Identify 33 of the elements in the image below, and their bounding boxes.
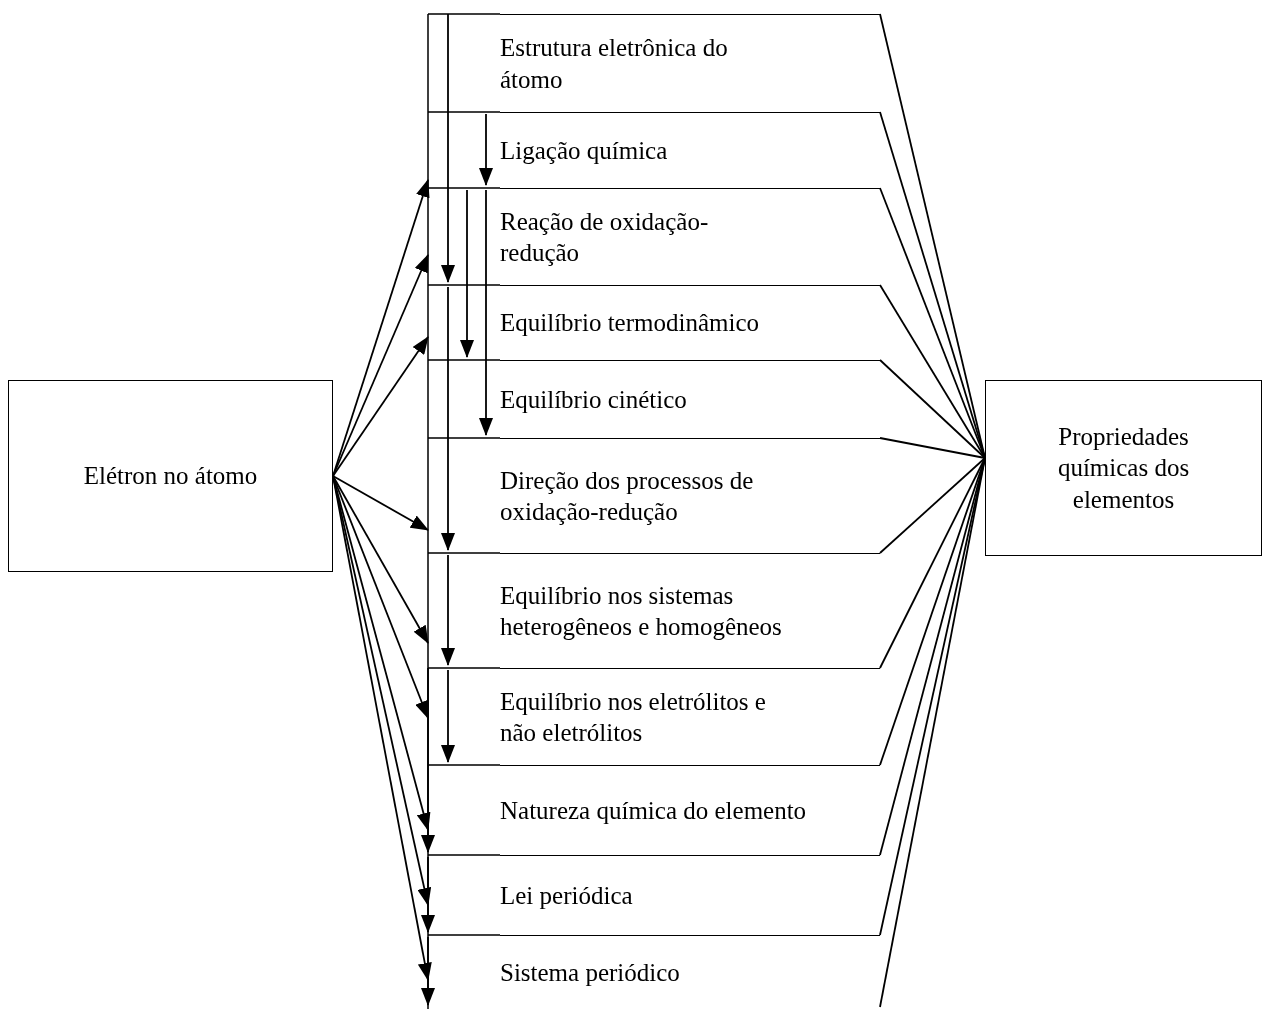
arrow xyxy=(332,254,429,477)
connector-line xyxy=(879,457,986,856)
arrow xyxy=(441,286,455,551)
arrow xyxy=(332,475,429,531)
node-label: Estrutura eletrônica do átomo xyxy=(500,33,729,95)
node-label: Equilíbrio nos sistemas heterogêneos e homogêneos xyxy=(500,580,783,642)
node-label: Propriedades químicas dos elementos xyxy=(1056,422,1191,515)
connector-line xyxy=(879,437,986,459)
arrow xyxy=(460,189,474,358)
arrow xyxy=(441,669,455,763)
concept-box xyxy=(8,380,333,572)
concept-box xyxy=(985,380,1262,556)
node-label: Equilíbrio cinético xyxy=(500,384,688,415)
arrow xyxy=(441,554,455,666)
arrow xyxy=(421,936,435,1006)
node-label: Sistema periódico xyxy=(500,957,681,988)
node-label: Lei periódica xyxy=(500,880,634,911)
connector-line xyxy=(879,359,986,459)
arrow xyxy=(421,667,435,853)
arrow xyxy=(441,13,455,283)
arrow xyxy=(332,475,429,719)
node-label: Ligação química xyxy=(500,135,669,166)
arrow xyxy=(421,856,435,933)
connector-line xyxy=(879,457,986,554)
node-label: Equilíbrio termodinâmico xyxy=(500,308,760,339)
node-label: Direção dos processos de oxidação-redução xyxy=(500,465,755,527)
node-label: Natureza química do elemento xyxy=(500,795,808,826)
node-label: Equilíbrio nos eletrólitos e não eletrólitos xyxy=(500,686,767,748)
node-label: Elétron no átomo xyxy=(82,461,259,492)
arrow xyxy=(479,189,493,436)
arrow xyxy=(479,113,493,186)
node-label: Reação de oxidação-redução xyxy=(500,206,710,268)
arrow xyxy=(332,336,429,477)
